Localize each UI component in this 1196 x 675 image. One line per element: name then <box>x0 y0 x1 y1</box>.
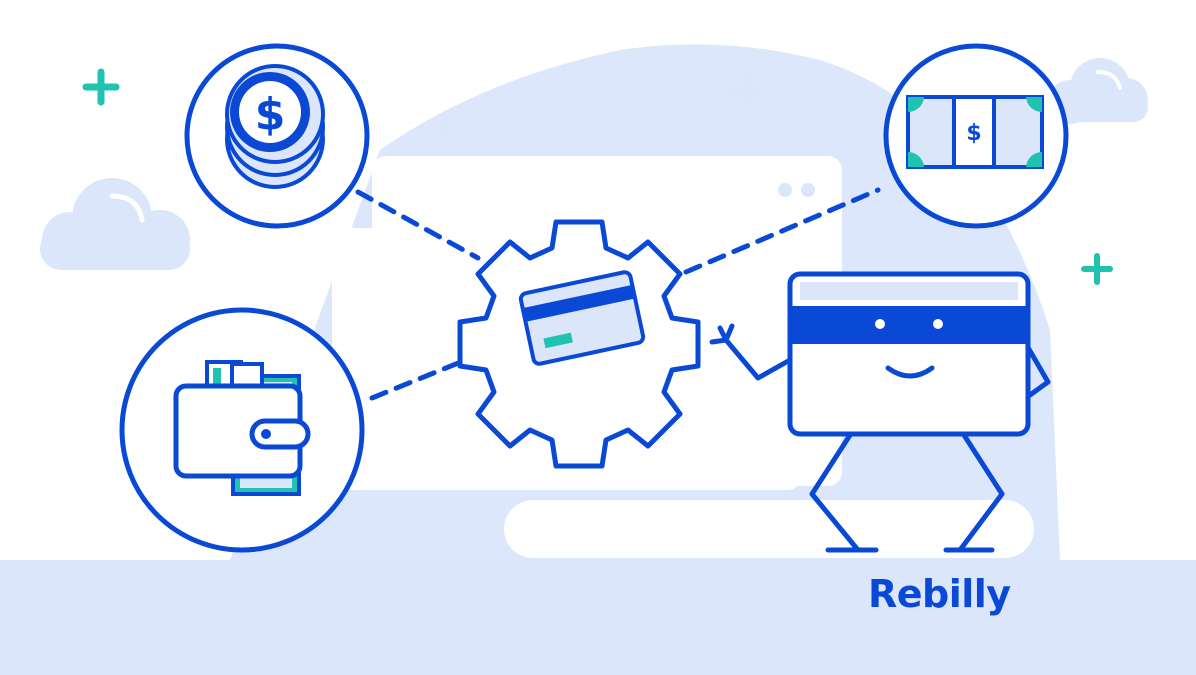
ground-band <box>0 560 1196 675</box>
cloud-left <box>40 178 190 270</box>
credit-card-mascot <box>709 271 1051 553</box>
coin-currency-symbol: $ <box>255 89 286 140</box>
cloud-right <box>1048 58 1148 124</box>
banknote-icon: $ <box>883 43 1069 229</box>
banknote-currency-symbol: $ <box>966 121 981 146</box>
sparkle-teal-left <box>82 68 120 106</box>
dot-decoration <box>439 121 453 135</box>
brand-logo-text: Rebilly <box>868 572 1011 616</box>
dollar-coin-stack-icon: $ <box>184 43 370 229</box>
sparkle-white-top <box>730 74 764 108</box>
wallet-icon <box>119 307 365 553</box>
sparkle-teal-right <box>1081 253 1113 285</box>
window-bar-lower <box>504 500 1034 558</box>
gear-with-credit-card-icon <box>457 219 701 469</box>
